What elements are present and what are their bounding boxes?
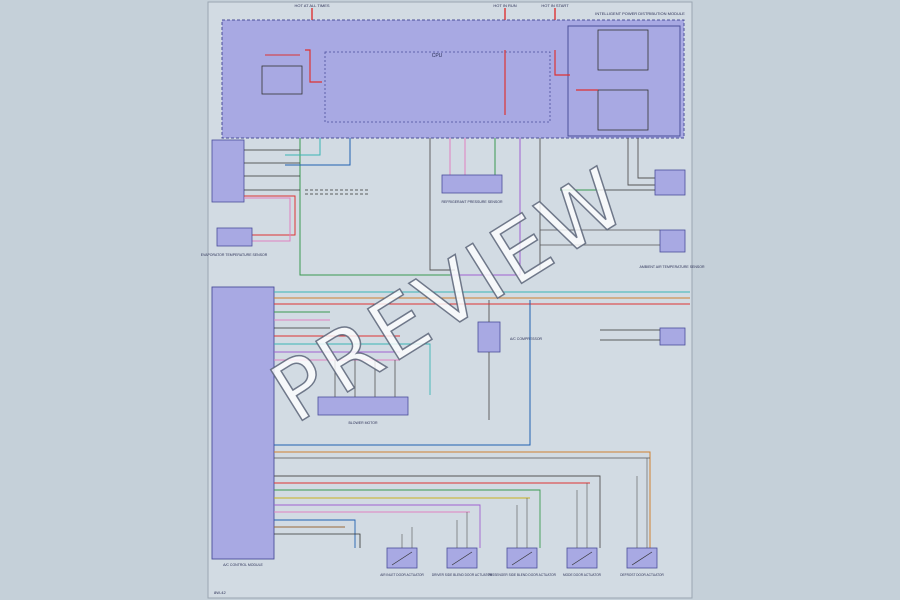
actuator-2-box xyxy=(446,547,478,569)
relay-left xyxy=(261,65,303,95)
ipdm-title: INTELLIGENT POWER DISTRIBUTION MODULE xyxy=(595,11,685,16)
page-ref: 8W-42 xyxy=(214,590,226,595)
pressure-sensor-box xyxy=(441,174,503,194)
relay-box-right xyxy=(567,25,681,137)
actuator-3-box xyxy=(506,547,538,569)
actuator-2-label: DRIVER SIDE BLEND DOOR ACTUATOR xyxy=(432,573,493,577)
left-connector-box xyxy=(211,139,245,203)
actuator-4-box xyxy=(566,547,598,569)
relay-2 xyxy=(597,89,649,131)
pressure-sensor-label: REFRIGERANT PRESSURE SENSOR xyxy=(441,200,502,204)
fuse-label-c: HOT IN START xyxy=(541,3,569,8)
ambient-sensor-label: AMBIENT AIR TEMPERATURE SENSOR xyxy=(640,265,705,269)
compressor-box xyxy=(477,321,501,353)
cpu-label: CPU xyxy=(432,53,443,59)
ac-control-label: A/C CONTROL MODULE xyxy=(223,563,263,567)
right-lower-box xyxy=(659,327,686,346)
actuator-1-label: AIR INLET DOOR ACTUATOR xyxy=(380,573,424,577)
compressor-label: A/C COMPRESSOR xyxy=(510,337,543,341)
ipdm-inner-box xyxy=(324,51,551,123)
right-sensor-box xyxy=(654,169,686,196)
actuator-1-box xyxy=(386,547,418,569)
actuator-5-label: DEFROST DOOR ACTUATOR xyxy=(620,573,664,577)
actuator-3-label: PASSENGER SIDE BLEND DOOR ACTUATOR xyxy=(488,573,557,577)
evap-sensor-label: EVAPORATOR TEMPERATURE SENSOR xyxy=(201,253,268,257)
blower-motor-label: BLOWER MOTOR xyxy=(348,421,378,425)
ambient-sensor-box xyxy=(659,229,686,253)
actuator-5-box xyxy=(626,547,658,569)
evap-sensor-box xyxy=(216,227,253,247)
blower-motor-box xyxy=(317,396,409,416)
fuse-label-b: HOT IN RUN xyxy=(493,3,516,8)
ac-control-module xyxy=(211,286,275,560)
actuator-4-label: MODE DOOR ACTUATOR xyxy=(563,573,602,577)
relay-1 xyxy=(597,29,649,71)
fuse-label-a: HOT AT ALL TIMES xyxy=(294,3,329,8)
